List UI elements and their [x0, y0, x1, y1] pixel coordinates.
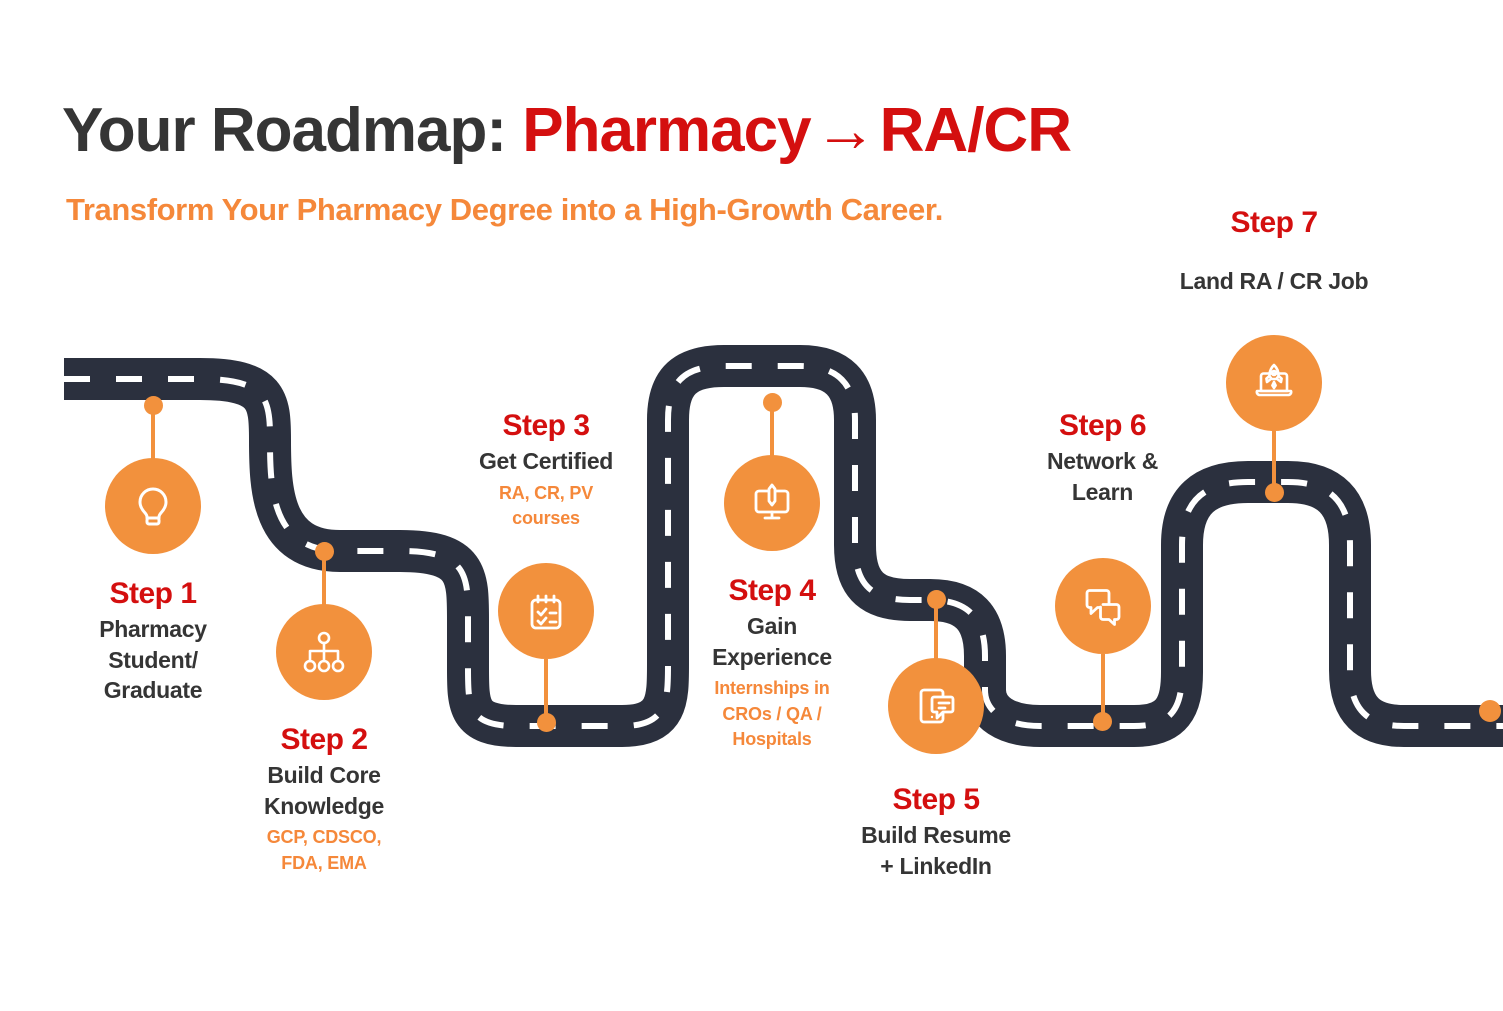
step-title-line: Graduate	[103, 677, 203, 704]
step-label-5: Step 5	[892, 783, 980, 816]
connector-dot-3	[536, 713, 556, 732]
step-sub-line: RA, CR, PV	[498, 482, 593, 503]
step-label-2: Step 2	[280, 723, 368, 756]
step-title-line: Pharmacy	[99, 616, 207, 643]
connector-line-6	[1100, 654, 1105, 718]
tablet-chat-icon	[912, 682, 960, 730]
step-title-line: Land RA / CR Job	[1179, 268, 1369, 295]
step-title-line: Network &	[1046, 448, 1159, 475]
connector-line-2	[322, 550, 326, 614]
lightbulb-icon	[129, 482, 177, 530]
step-title-5: Build Resume + LinkedIn	[840, 820, 1032, 881]
step-caption-6: Step 6 Network & Learn	[1015, 408, 1190, 507]
step-caption-7: Step 7 Land RA / CR Job	[1178, 205, 1370, 297]
laptop-rocket-icon	[1250, 359, 1298, 407]
step-icon-bubble-3[interactable]	[498, 563, 594, 659]
connector-dot-7	[1264, 483, 1284, 502]
connector-line-3	[544, 659, 548, 721]
step-caption-1: Step 1 Pharmacy Student/ Graduate	[57, 576, 249, 705]
page-title: Your Roadmap: Pharmacy→RA/CR	[62, 96, 1072, 165]
step-title-line: Get Certified	[478, 448, 614, 475]
step-caption-3: Step 3 Get Certified RA, CR, PV courses	[450, 408, 642, 532]
chat-bubbles-icon	[1079, 582, 1127, 630]
step-title-line: Learn	[1071, 478, 1134, 505]
step-title-4: Gain Experience	[676, 611, 868, 672]
step-caption-2: Step 2 Build Core Knowledge GCP, CDSCO, …	[228, 722, 420, 876]
step-title-line: Build Core	[267, 762, 381, 789]
monitor-pen-icon	[748, 479, 796, 527]
step-title-line: Build Resume	[861, 822, 1011, 849]
step-title-7: Land RA / CR Job	[1178, 266, 1370, 296]
step-sub-line: CROs / QA /	[722, 703, 822, 724]
step-sub-line: GCP, CDSCO,	[266, 827, 382, 848]
step-title-line: Student/	[108, 646, 198, 673]
connector-line-5	[934, 598, 938, 668]
step-sub-line: Hospitals	[732, 729, 812, 750]
step-sub-line: FDA, EMA	[281, 852, 367, 873]
connector-line-7	[1272, 431, 1276, 489]
step-icon-bubble-5[interactable]	[888, 658, 984, 754]
step-label-3: Step 3	[502, 409, 590, 442]
title-red-left: Pharmacy	[522, 96, 811, 165]
step-sub-4: Internships in CROs / QA / Hospitals	[676, 676, 868, 753]
step-label-1: Step 1	[109, 577, 197, 610]
step-icon-bubble-4[interactable]	[724, 455, 820, 551]
checklist-icon	[522, 587, 570, 635]
road-asphalt	[64, 345, 1503, 747]
step-sub-3: RA, CR, PV courses	[450, 481, 642, 532]
arrow-icon: →	[814, 96, 877, 165]
step-sub-2: GCP, CDSCO, FDA, EMA	[228, 825, 420, 876]
page-subtitle: Transform Your Pharmacy Degree into a Hi…	[66, 192, 944, 227]
hierarchy-icon	[300, 628, 348, 676]
step-icon-bubble-6[interactable]	[1054, 558, 1151, 654]
step-title-line: Experience	[712, 643, 832, 670]
step-title-3: Get Certified	[450, 446, 642, 476]
step-label-6: Step 6	[1058, 409, 1147, 442]
step-caption-5: Step 5 Build Resume + LinkedIn	[840, 782, 1032, 881]
connector-line-4	[770, 401, 774, 465]
connector-dot-6	[1093, 712, 1112, 731]
step-title-line: + LinkedIn	[880, 852, 992, 879]
title-red-right: RA/CR	[879, 96, 1072, 165]
step-title-line: Knowledge	[264, 792, 384, 819]
road-end-dot	[1479, 700, 1501, 722]
step-sub-line: courses	[512, 508, 580, 529]
step-title-1: Pharmacy Student/ Graduate	[57, 614, 249, 705]
step-title-6: Network & Learn	[1015, 446, 1190, 507]
step-caption-4: Step 4 Gain Experience Internships in CR…	[676, 573, 868, 753]
step-label-4: Step 4	[728, 574, 816, 607]
step-label-7: Step 7	[1230, 206, 1318, 239]
step-icon-bubble-2[interactable]	[276, 604, 372, 700]
step-title-2: Build Core Knowledge	[228, 760, 420, 821]
title-dark-part: Your Roadmap:	[62, 96, 507, 165]
step-icon-bubble-1[interactable]	[105, 458, 201, 554]
step-title-line: Gain	[747, 613, 797, 640]
connector-line-1	[151, 404, 155, 468]
step-icon-bubble-7[interactable]	[1226, 335, 1322, 431]
step-sub-line: Internships in	[714, 678, 830, 699]
